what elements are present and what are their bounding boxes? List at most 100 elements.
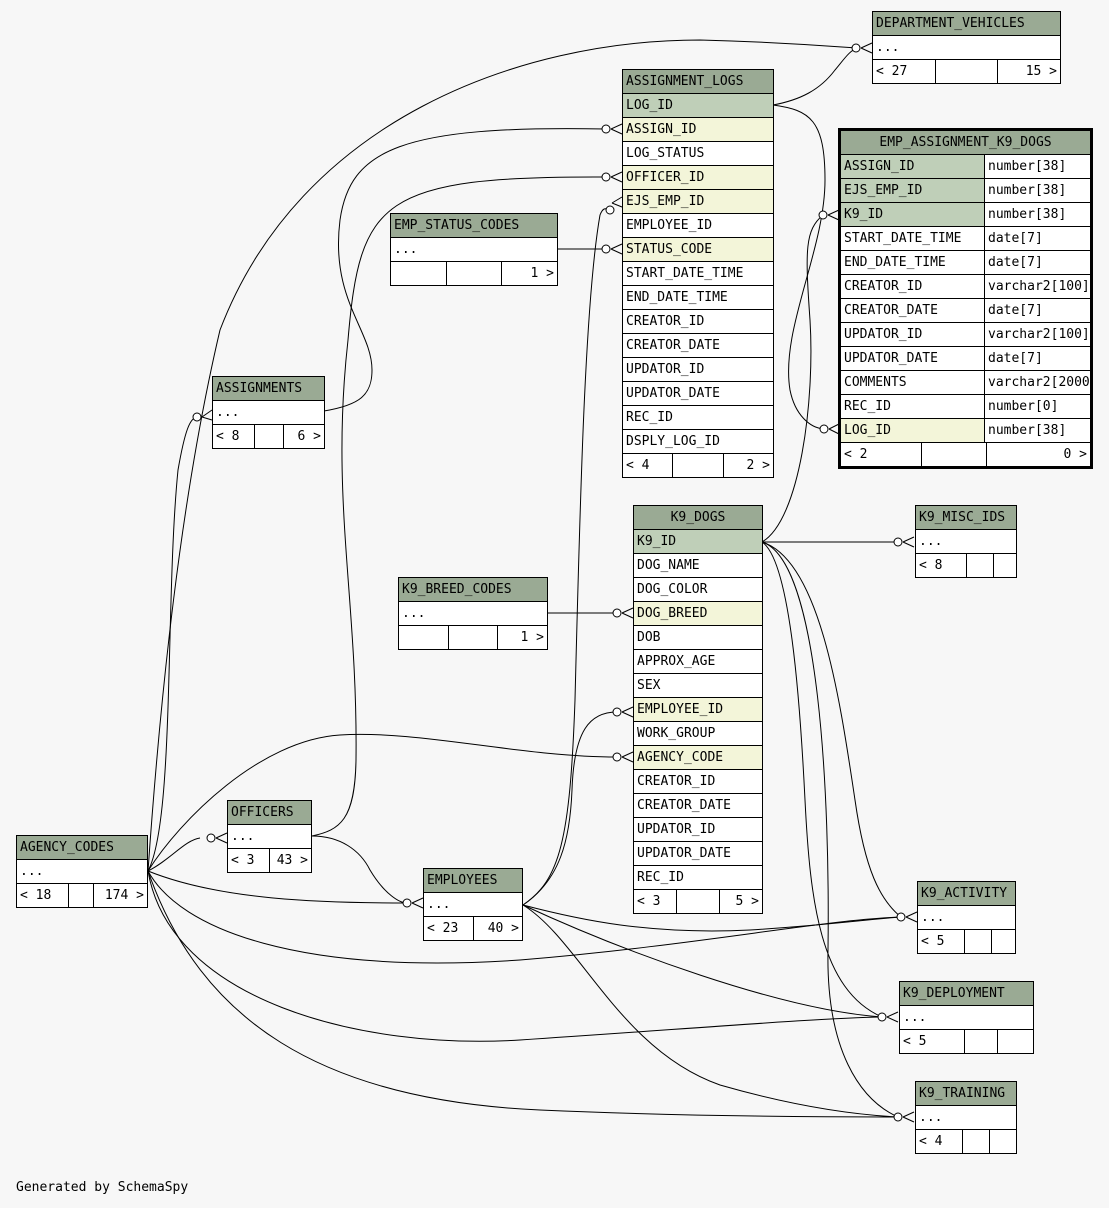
column-ellipsis: ...: [228, 825, 311, 849]
column-ellipsis: ...: [391, 238, 557, 262]
table-footer: 1 >: [399, 626, 547, 649]
parent-count[interactable]: < 8: [216, 429, 240, 444]
column-row: EMPLOYEE_ID: [634, 698, 762, 722]
child-count[interactable]: 6 >: [282, 425, 325, 448]
parent-count[interactable]: < 3: [231, 853, 255, 868]
column-row: DOG_COLOR: [634, 578, 762, 602]
table-footer: < 23 40 >: [424, 917, 522, 940]
parent-count[interactable]: < 4: [626, 458, 650, 473]
column-row: EMPLOYEE_ID: [623, 214, 773, 238]
table-title[interactable]: K9_TRAINING: [916, 1082, 1016, 1106]
table-title[interactable]: K9_MISC_IDS: [916, 506, 1016, 530]
parent-count[interactable]: < 23: [427, 921, 459, 936]
parent-count[interactable]: < 3: [637, 894, 661, 909]
parent-count[interactable]: < 5: [903, 1034, 927, 1049]
cardinality-activity: [896, 912, 906, 922]
column-ellipsis: ...: [900, 1006, 1033, 1030]
column-ellipsis: ...: [213, 401, 324, 425]
column-row: UPDATOR_ID: [623, 358, 773, 382]
table-k9-dogs[interactable]: K9_DOGS K9_ID DOG_NAME DOG_COLOR DOG_BRE…: [633, 505, 763, 914]
table-title[interactable]: OFFICERS: [228, 801, 311, 825]
child-count[interactable]: 15 >: [997, 60, 1060, 83]
child-count[interactable]: 5 >: [719, 890, 762, 913]
table-officers[interactable]: OFFICERS ... < 3 43 >: [227, 800, 312, 873]
child-count[interactable]: 1 >: [497, 626, 547, 649]
parent-count: [391, 262, 446, 285]
column-ellipsis: ...: [916, 1106, 1016, 1130]
table-k9-deployment[interactable]: K9_DEPLOYMENT ... < 5: [899, 981, 1034, 1054]
child-count[interactable]: 40 >: [472, 917, 523, 940]
edge-agency-k9dogs: [147, 733, 618, 872]
table-footer: < 5: [918, 930, 1015, 953]
edge-k9dogs-deployment: [761, 541, 883, 1018]
cardinality-agency-code: [612, 752, 622, 762]
child-count[interactable]: 43 >: [269, 849, 311, 872]
table-employees[interactable]: EMPLOYEES ... < 23 40 >: [423, 868, 523, 941]
generator-credit: Generated by SchemaSpy: [16, 1180, 189, 1195]
edge-k9dogs-activity: [761, 541, 902, 918]
edge-officers-logs: [311, 176, 607, 837]
table-k9-training[interactable]: K9_TRAINING ... < 4: [915, 1081, 1017, 1154]
child-count[interactable]: 174 >: [93, 884, 147, 907]
table-agency-codes[interactable]: AGENCY_CODES ... < 18 174 >: [16, 835, 148, 908]
footer-spacer: [966, 554, 993, 577]
edge-employees-k9dogs: [522, 711, 618, 906]
parent-count: [399, 626, 448, 649]
table-k9-breed-codes[interactable]: K9_BREED_CODES ... 1 >: [398, 577, 548, 650]
table-assignment-logs[interactable]: ASSIGNMENT_LOGS LOG_ID ASSIGN_ID LOG_STA…: [622, 69, 774, 478]
parent-count[interactable]: < 2: [844, 447, 868, 462]
child-count[interactable]: 2 >: [722, 454, 773, 477]
child-count[interactable]: 1 >: [501, 262, 557, 285]
parent-count[interactable]: < 8: [919, 558, 943, 573]
column-row: REC_ID: [634, 866, 762, 890]
footer-spacer: [964, 930, 991, 953]
table-title[interactable]: EMP_STATUS_CODES: [391, 214, 557, 238]
table-title[interactable]: DEPARTMENT_VEHICLES: [873, 12, 1060, 36]
edge-assignments-logs: [323, 128, 607, 412]
child-count[interactable]: 0 >: [986, 443, 1090, 466]
table-footer: < 5: [900, 1030, 1033, 1053]
table-emp-status-codes[interactable]: EMP_STATUS_CODES ... 1 >: [390, 213, 558, 286]
table-k9-misc-ids[interactable]: K9_MISC_IDS ... < 8: [915, 505, 1017, 578]
table-title[interactable]: K9_BREED_CODES: [399, 578, 547, 602]
table-title[interactable]: ASSIGNMENTS: [213, 377, 324, 401]
parent-count[interactable]: < 18: [20, 888, 52, 903]
column-row: DOG_NAME: [634, 554, 762, 578]
table-title[interactable]: K9_DEPLOYMENT: [900, 982, 1033, 1006]
column-row: STATUS_CODE: [623, 238, 773, 262]
column-row: UPDATOR_DATE: [634, 842, 762, 866]
table-title[interactable]: EMPLOYEES: [424, 869, 522, 893]
table-title[interactable]: ASSIGNMENT_LOGS: [623, 70, 773, 94]
cardinality-status-code: [601, 244, 611, 254]
footer-spacer: [68, 884, 93, 907]
column-row: LOG_STATUS: [623, 142, 773, 166]
cardinality-training: [893, 1112, 903, 1122]
edge-agency-deployment: [147, 870, 883, 1042]
table-department-vehicles[interactable]: DEPARTMENT_VEHICLES ... < 27 15 >: [872, 11, 1061, 84]
edge-employees-training: [522, 904, 899, 1118]
table-title[interactable]: AGENCY_CODES: [17, 836, 147, 860]
cardinality-assign-id: [601, 124, 611, 134]
edge-agency-assignments: [147, 416, 198, 872]
table-title[interactable]: EMP_ASSIGNMENT_K9_DOGS: [841, 131, 1090, 155]
column-row: END_DATE_TIME: [623, 286, 773, 310]
column-ellipsis: ...: [424, 893, 522, 917]
column-row: K9_ID: [634, 530, 762, 554]
table-assignments[interactable]: ASSIGNMENTS ... < 8 6 >: [212, 376, 325, 449]
table-footer: 1 >: [391, 262, 557, 285]
parent-count[interactable]: < 5: [921, 934, 945, 949]
child-count: [997, 1030, 1033, 1053]
parent-count[interactable]: < 27: [876, 64, 908, 79]
column-row: DOG_BREED: [634, 602, 762, 626]
parent-count[interactable]: < 4: [919, 1134, 943, 1149]
table-title[interactable]: K9_ACTIVITY: [918, 882, 1015, 906]
footer-spacer: [934, 60, 998, 83]
table-footer: < 8: [916, 554, 1016, 577]
table-k9-activity[interactable]: K9_ACTIVITY ... < 5: [917, 881, 1016, 954]
table-title[interactable]: K9_DOGS: [634, 506, 762, 530]
column-row: LOG_ID: [623, 94, 773, 118]
